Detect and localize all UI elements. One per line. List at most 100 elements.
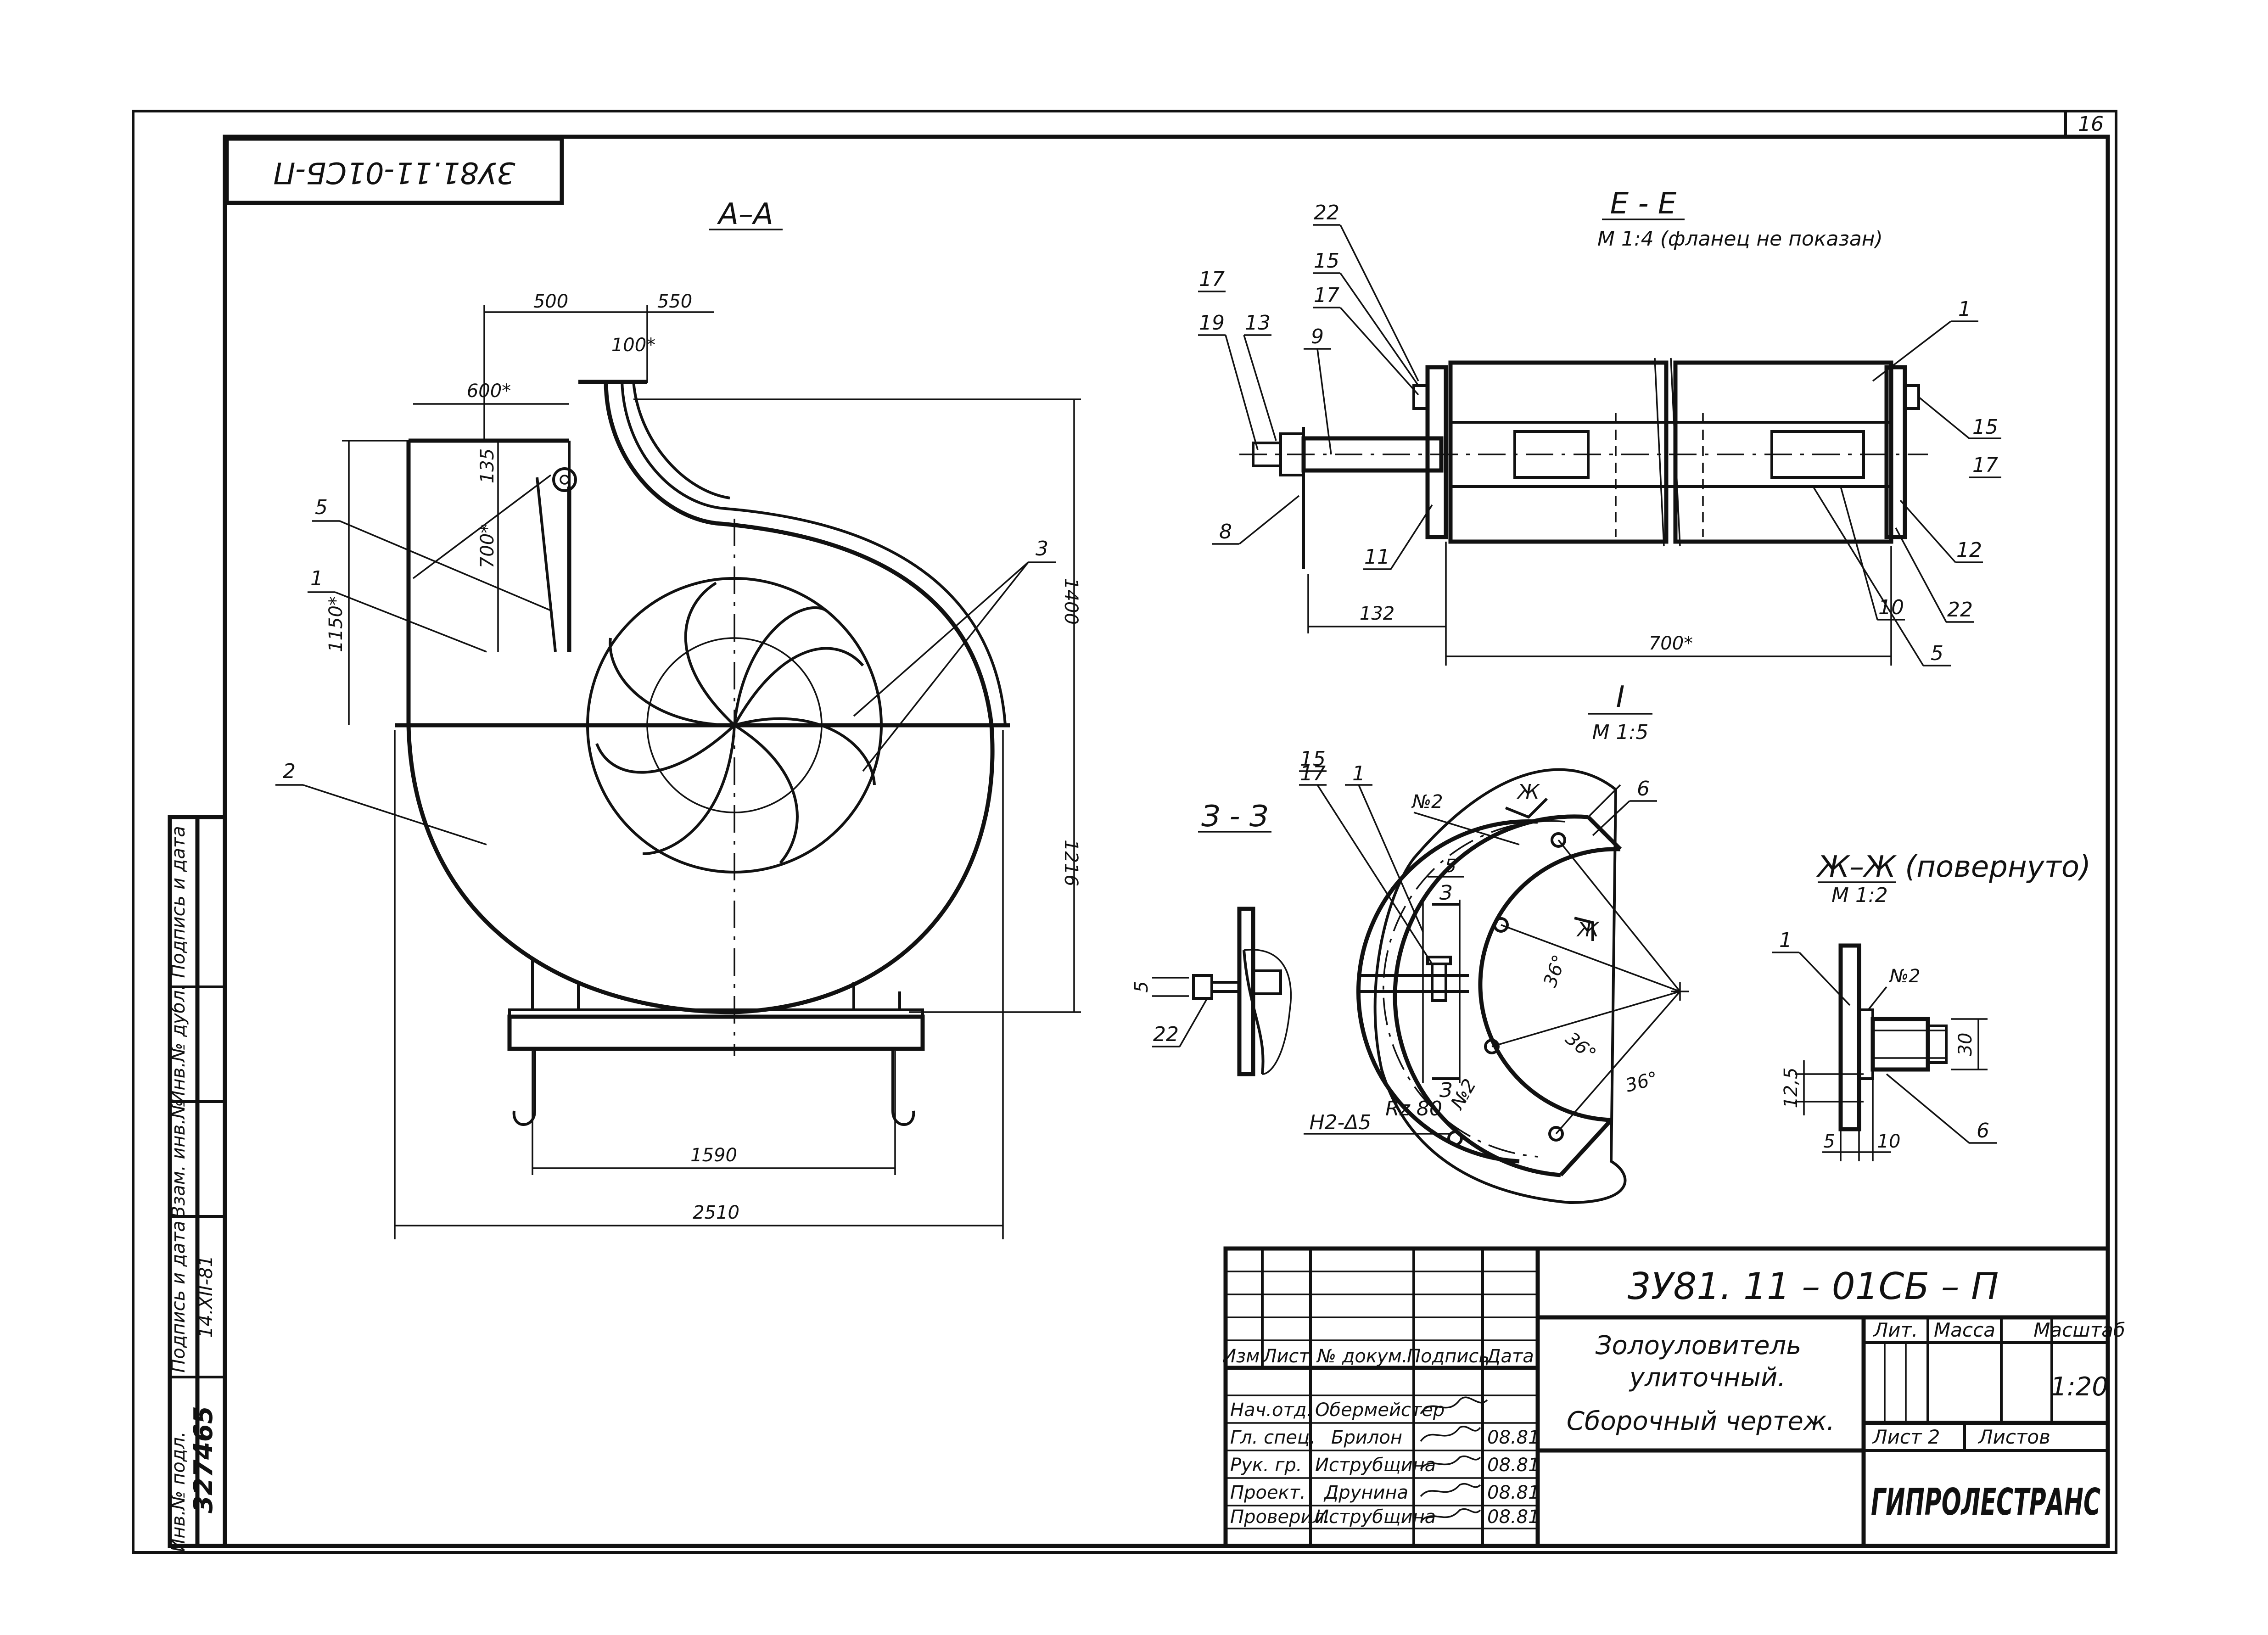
tb-doc-code: 3У81. 11 – 01СБ – П bbox=[1628, 1265, 1999, 1308]
tb-name-line1: Золоуловитель bbox=[1596, 1331, 1802, 1361]
aa-part-3: 3 bbox=[1036, 537, 1048, 560]
side-cell-inv-podl: Инв.№ подл. bbox=[168, 1431, 189, 1552]
ee-part-22b: 22 bbox=[1947, 598, 1973, 622]
tb-lit-label: Лит. bbox=[1873, 1319, 1918, 1341]
dim-700: 700* bbox=[477, 524, 498, 568]
tb-row-role: Проверил. bbox=[1230, 1506, 1330, 1528]
ee-part-12: 12 bbox=[1956, 538, 1982, 562]
dim-1150: 1150* bbox=[325, 596, 347, 652]
flange-arc bbox=[1356, 819, 1538, 1164]
ee-part-17c: 17 bbox=[1972, 454, 1998, 477]
tb-sheets-label: Листов bbox=[1977, 1426, 2050, 1448]
tb-row-role: Проект. bbox=[1230, 1482, 1306, 1503]
ee-part-13: 13 bbox=[1245, 311, 1271, 335]
dim-100: 100* bbox=[611, 335, 655, 356]
tb-rows: Нач.отд. Обермейстер Гл. спец. Брилон 08… bbox=[1230, 1396, 1540, 1528]
tb-scale-value: 1:20 bbox=[2050, 1372, 2108, 1402]
tb-head-doc: № докум. bbox=[1316, 1346, 1407, 1367]
zhzh-part-1: 1 bbox=[1779, 929, 1792, 952]
side-cell-vzam: Взам. инв.№ bbox=[168, 1100, 189, 1219]
d1-rough: Rz 80 bbox=[1385, 1097, 1442, 1120]
tb-row-role: Рук. гр. bbox=[1230, 1455, 1302, 1476]
tb-row-name: Иструбщина bbox=[1315, 1455, 1436, 1476]
impeller-blades bbox=[595, 582, 876, 864]
dim-1400: 1400 bbox=[1060, 578, 1081, 625]
tb-row-date: 08.81 bbox=[1487, 1427, 1540, 1448]
tb-row-name: Обермейстер bbox=[1315, 1400, 1445, 1421]
tb-org: ГИПРОЛЕСТРАНС bbox=[1871, 1481, 2100, 1523]
view-ee: Е - Е М 1:4 (фланец не показан) 132 bbox=[1198, 187, 2001, 666]
tb-mass-label: Масса bbox=[1934, 1319, 1995, 1341]
tb-row-role: Нач.отд. bbox=[1230, 1400, 1312, 1421]
aa-dimensions: 500 550 100* 600* 135 700* 1150* 1400 12… bbox=[325, 291, 1081, 1239]
view-z3: З - З 5 22 bbox=[1131, 800, 1292, 1076]
view-detail-i: I М 1:5 15 17 bbox=[1299, 680, 1689, 1204]
ee-dim-700: 700* bbox=[1649, 633, 1693, 654]
d1-zh-1: Ж bbox=[1516, 780, 1540, 804]
scroll-housing bbox=[406, 381, 995, 1014]
tb-row-date: 08.81 bbox=[1487, 1482, 1540, 1503]
tb-row-role: Гл. спец. bbox=[1230, 1427, 1316, 1448]
tb-head-sign: Подпись bbox=[1407, 1346, 1490, 1367]
tb-row-date: 08.81 bbox=[1487, 1455, 1540, 1476]
view-ee-subtitle: М 1:4 (фланец не показан) bbox=[1597, 227, 1883, 251]
d1-part-6: 6 bbox=[1637, 777, 1650, 801]
view-z3-title: З - З bbox=[1201, 800, 1268, 834]
side-cell-inv-dubl: Инв.№ дубл. bbox=[168, 985, 189, 1104]
ee-part-17a: 17 bbox=[1314, 284, 1339, 307]
ee-part-5: 5 bbox=[1931, 642, 1943, 665]
ee-part-22a: 22 bbox=[1314, 201, 1339, 224]
d1-weld: Н2-Δ5 bbox=[1309, 1111, 1371, 1134]
zhzh-subtitle: М 1:2 bbox=[1831, 884, 1888, 907]
view-aa: А–А bbox=[275, 197, 1081, 1239]
side-cell-sign-date-1: Подпись и дата bbox=[168, 1221, 189, 1372]
zhzh-note-n2: №2 bbox=[1888, 966, 1920, 987]
tb-name-line3: Сборочный чертеж. bbox=[1567, 1406, 1835, 1436]
top-doc-code-box: 3У81.11-01СБ-П bbox=[224, 136, 564, 205]
side-date-hand: 14.XII-81 bbox=[196, 1255, 217, 1338]
title-block: Изм. Лист № докум. Подпись Дата Нач.отд.… bbox=[1222, 1246, 2125, 1548]
aa-part-labels: 5 1 2 3 bbox=[275, 496, 1056, 845]
dim-1216: 1216 bbox=[1060, 840, 1081, 886]
d1-ang2: 36° bbox=[1561, 1028, 1600, 1065]
ee-dim-132: 132 bbox=[1360, 603, 1394, 624]
dim-135: 135 bbox=[477, 448, 498, 483]
dim-2510: 2510 bbox=[693, 1202, 739, 1223]
ee-part-labels: 22 15 17 17 19 13 9 8 11 1 15 17 12 bbox=[1198, 201, 2001, 666]
ee-part-15b: 15 bbox=[1972, 415, 1998, 439]
aa-part-2: 2 bbox=[283, 760, 296, 783]
d1-part-1: 1 bbox=[1352, 762, 1365, 785]
zhzh-dim-30: 30 bbox=[1955, 1033, 1976, 1056]
d1-part-15: 15 bbox=[1300, 747, 1326, 771]
zhzh-title: Ж–Ж (повернуто) bbox=[1816, 850, 2091, 884]
side-inv-number: 327465 bbox=[189, 1406, 218, 1513]
ee-part-15a: 15 bbox=[1314, 249, 1339, 273]
tb-row-name: Друнина bbox=[1323, 1482, 1408, 1503]
d1-ang1: 36° bbox=[1540, 952, 1570, 990]
d1-dim-5: 5 bbox=[1445, 856, 1456, 877]
page-number: 16 bbox=[2078, 112, 2104, 136]
zhzh-dim-10: 10 bbox=[1877, 1131, 1901, 1152]
tb-sheet-label: Лист 2 bbox=[1872, 1426, 1940, 1448]
z3-part-22: 22 bbox=[1153, 1023, 1179, 1046]
tb-name-line2: улиточный. bbox=[1629, 1363, 1786, 1393]
side-cell-sign-date-2: Подпись и дата bbox=[168, 826, 189, 978]
view-ee-title: Е - Е bbox=[1610, 187, 1677, 221]
zhzh-dim-12-5: 12,5 bbox=[1781, 1067, 1802, 1108]
d1-ang3: 36° bbox=[1623, 1068, 1660, 1097]
detail-i-subtitle: М 1:5 bbox=[1592, 721, 1649, 744]
dim-1590: 1590 bbox=[690, 1145, 737, 1166]
ee-part-17b: 17 bbox=[1199, 268, 1225, 291]
tb-head-date: Дата bbox=[1485, 1346, 1534, 1367]
tb-head-list: Лист bbox=[1262, 1346, 1310, 1367]
ee-part-19: 19 bbox=[1199, 311, 1225, 335]
tb-row-name: Брилон bbox=[1331, 1427, 1402, 1448]
d1-note-n2a: №2 bbox=[1411, 791, 1443, 812]
z3-dim-5: 5 bbox=[1131, 981, 1152, 992]
ee-part-1: 1 bbox=[1958, 297, 1971, 321]
ee-part-11: 11 bbox=[1364, 545, 1390, 569]
tb-row-name: Иструбщина bbox=[1315, 1506, 1436, 1528]
tb-head-izm: Изм. bbox=[1222, 1346, 1266, 1367]
zhzh-part-6: 6 bbox=[1977, 1119, 1989, 1142]
dim-550: 550 bbox=[657, 291, 692, 312]
